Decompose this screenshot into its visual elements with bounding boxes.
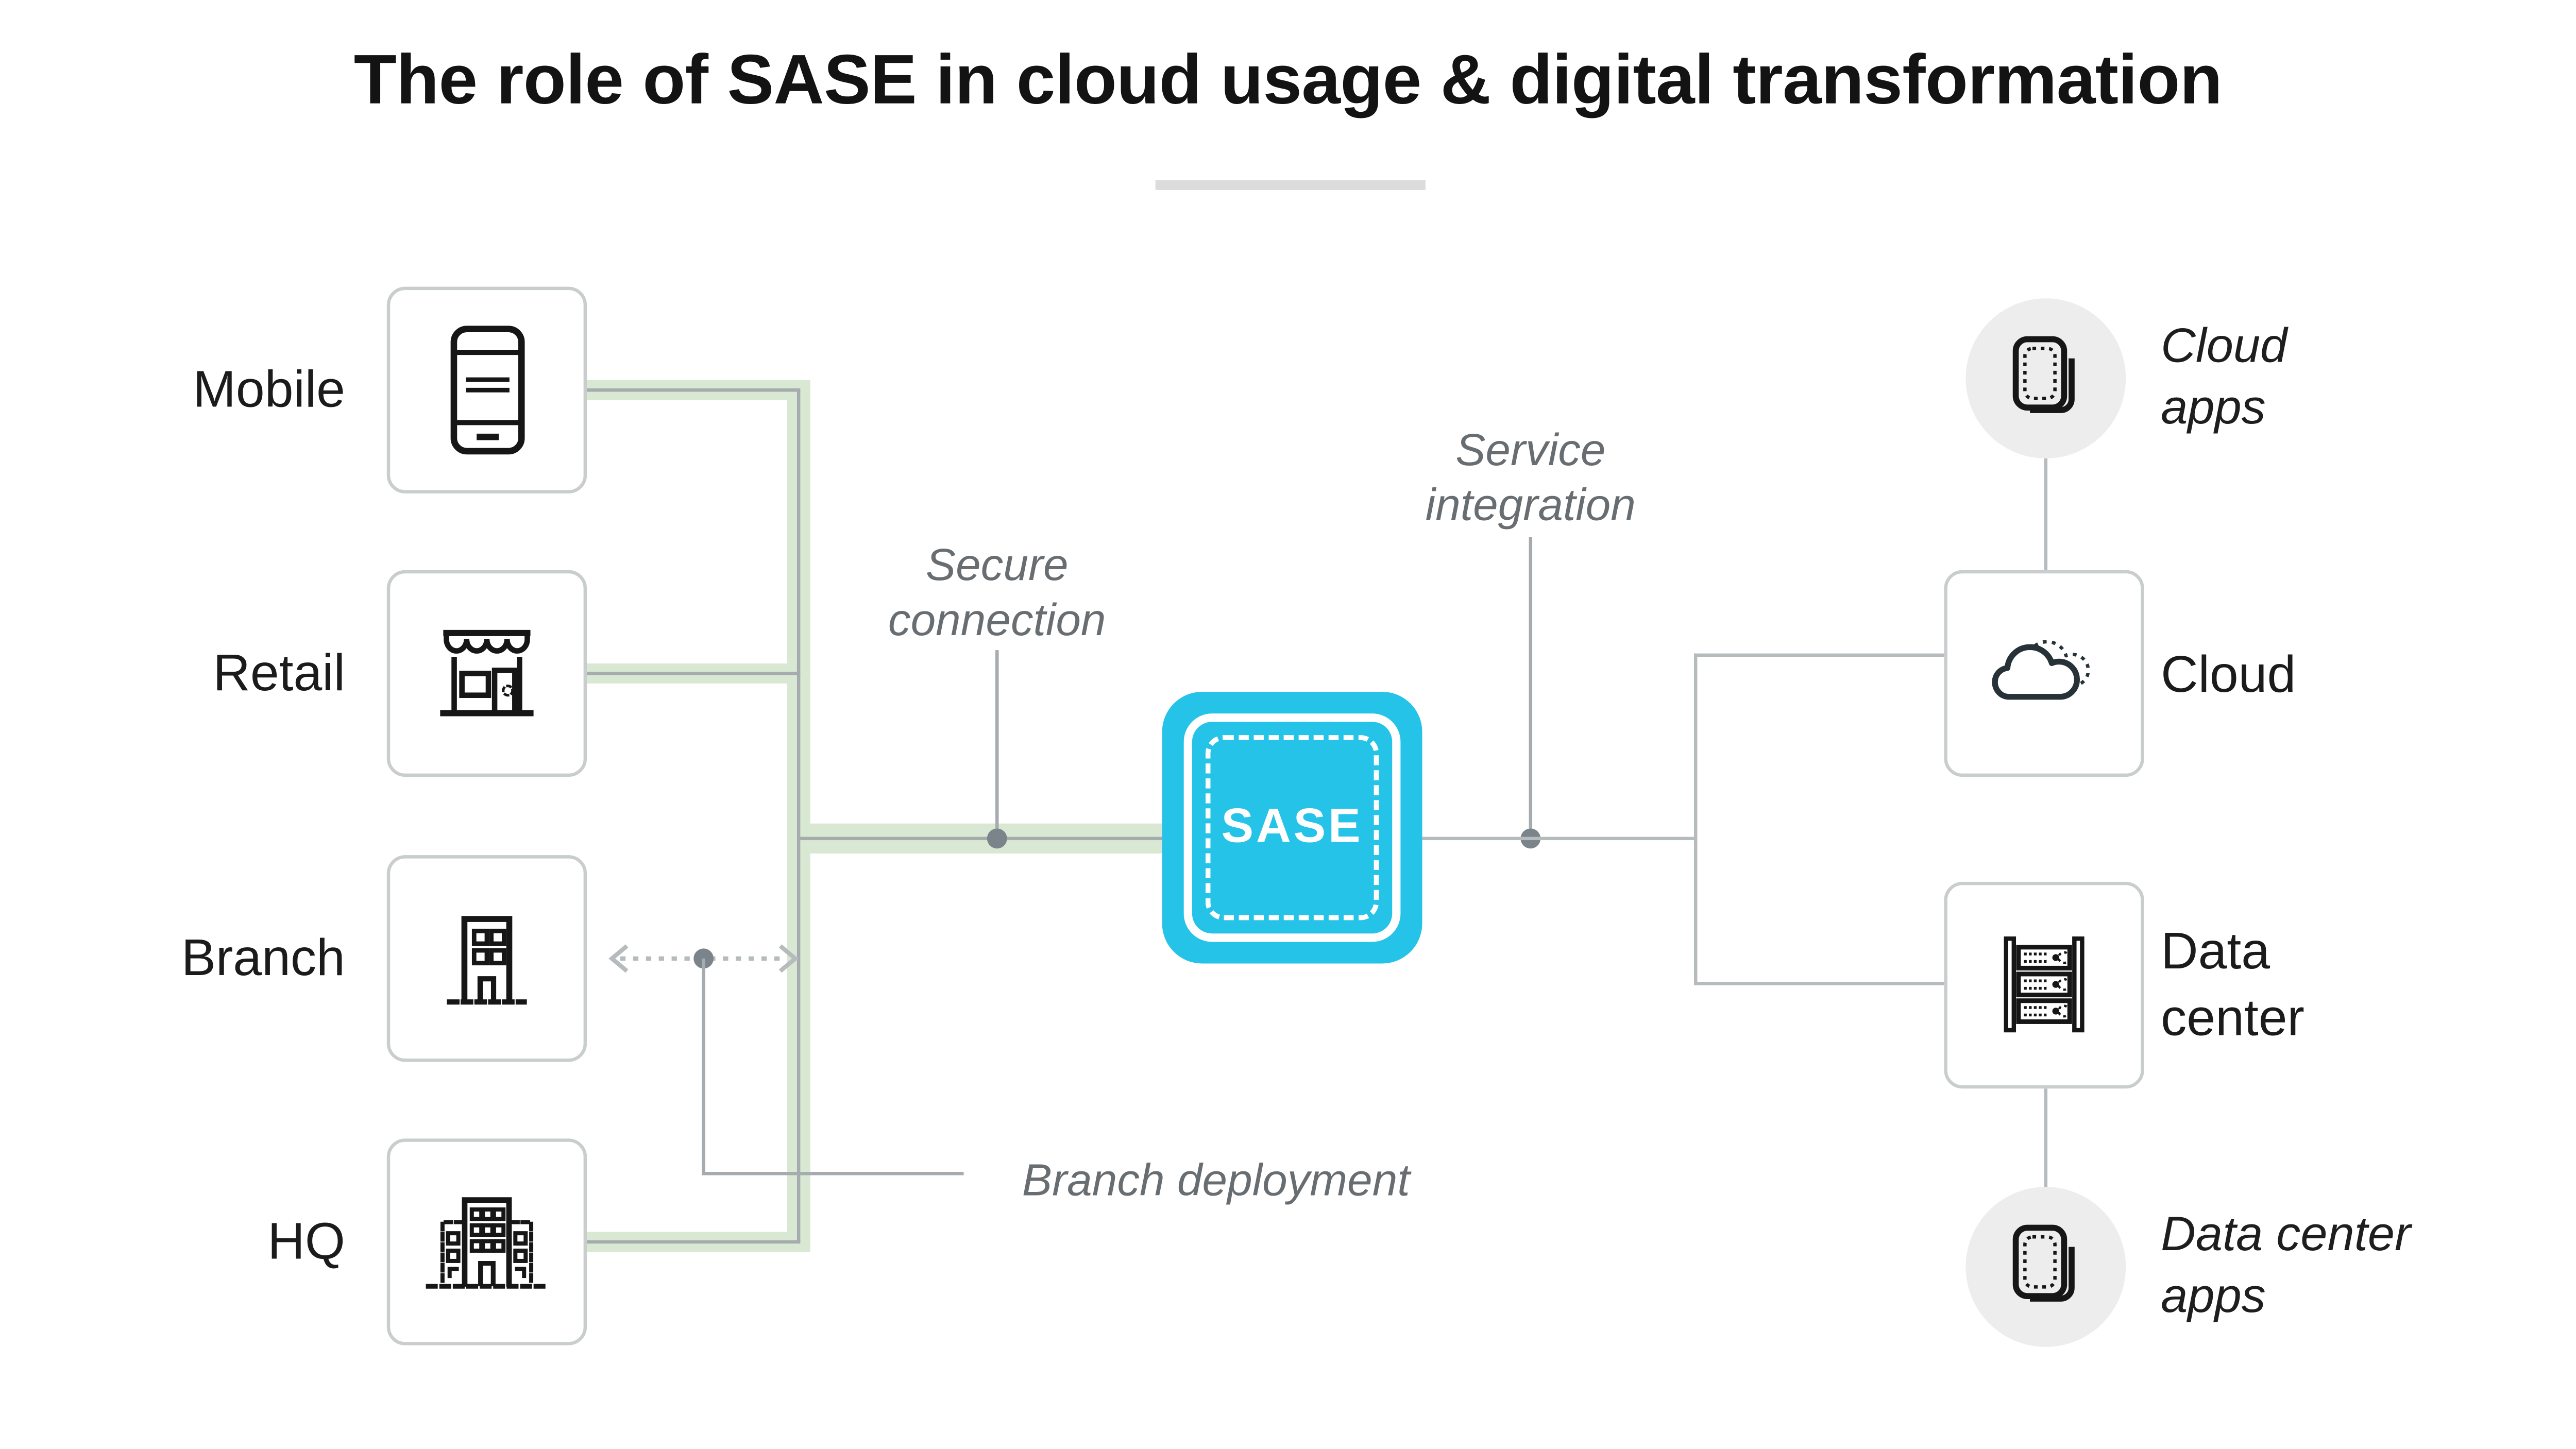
storefront-icon — [440, 629, 534, 717]
center-line-mobile — [587, 388, 801, 392]
page-title: The role of SASE in cloud usage & digita… — [353, 40, 2223, 118]
hq-building-icon — [426, 1196, 548, 1288]
apps-icon — [2012, 1224, 2075, 1302]
center-line-main — [799, 837, 1167, 841]
label-hq: HQ — [267, 1212, 345, 1270]
secure-connection-dot — [987, 828, 1007, 849]
datacenter-label: Data center — [2161, 922, 2304, 1047]
center-line-retail — [587, 672, 801, 675]
secure-connection-label: Secure connection — [888, 540, 1106, 645]
bracket-vertical-line — [1693, 653, 1698, 985]
node-datacenter — [1944, 881, 2144, 1089]
branch-office-icon — [447, 915, 527, 1004]
label-mobile: Mobile — [193, 360, 345, 419]
service-integration-leader — [1529, 537, 1533, 829]
secure-connection-leader — [995, 650, 999, 829]
datacenter-apps-node — [1965, 1187, 2126, 1347]
center-line-hq — [587, 1240, 801, 1244]
sase-to-bracket-line — [1422, 837, 1694, 841]
node-retail — [386, 570, 587, 777]
datacenter-to-apps-line — [2044, 1088, 2048, 1187]
label-retail: Retail — [213, 643, 345, 702]
branch-deployment-label: Branch deployment — [1022, 1155, 1410, 1205]
sase-hub: SASE — [1162, 692, 1422, 964]
bracket-to-cloud-line — [1693, 653, 1944, 657]
branch-deployment-arrow — [608, 944, 799, 973]
node-mobile — [386, 286, 587, 493]
sase-label: SASE — [1221, 800, 1363, 854]
branch-deployment-leader-horizontal — [702, 1172, 964, 1175]
branch-deployment-leader-vertical — [702, 958, 705, 1175]
cloud-apps-node — [1965, 298, 2126, 458]
cloudapps-to-cloud-line — [2044, 458, 2048, 570]
sase-inner-border — [1183, 713, 1401, 942]
datacenter-apps-label: Data center apps — [2161, 1208, 2411, 1324]
bracket-to-datacenter-line — [1693, 982, 1944, 985]
cloud-label: Cloud — [2161, 645, 2296, 704]
center-line-trunk — [796, 390, 801, 1242]
label-branch: Branch — [181, 928, 345, 987]
cloud-icon — [1992, 640, 2090, 700]
smartphone-icon — [450, 326, 524, 455]
node-cloud — [1944, 570, 2144, 777]
cloud-apps-label: Cloud apps — [2161, 320, 2287, 435]
title-underline — [1155, 180, 1426, 190]
sase-dashed-border — [1205, 735, 1379, 920]
node-branch — [386, 855, 587, 1062]
server-rack-icon — [2004, 936, 2084, 1033]
node-hq — [386, 1138, 587, 1345]
service-integration-label: Service integration — [1425, 425, 1636, 531]
apps-icon — [2012, 336, 2075, 413]
